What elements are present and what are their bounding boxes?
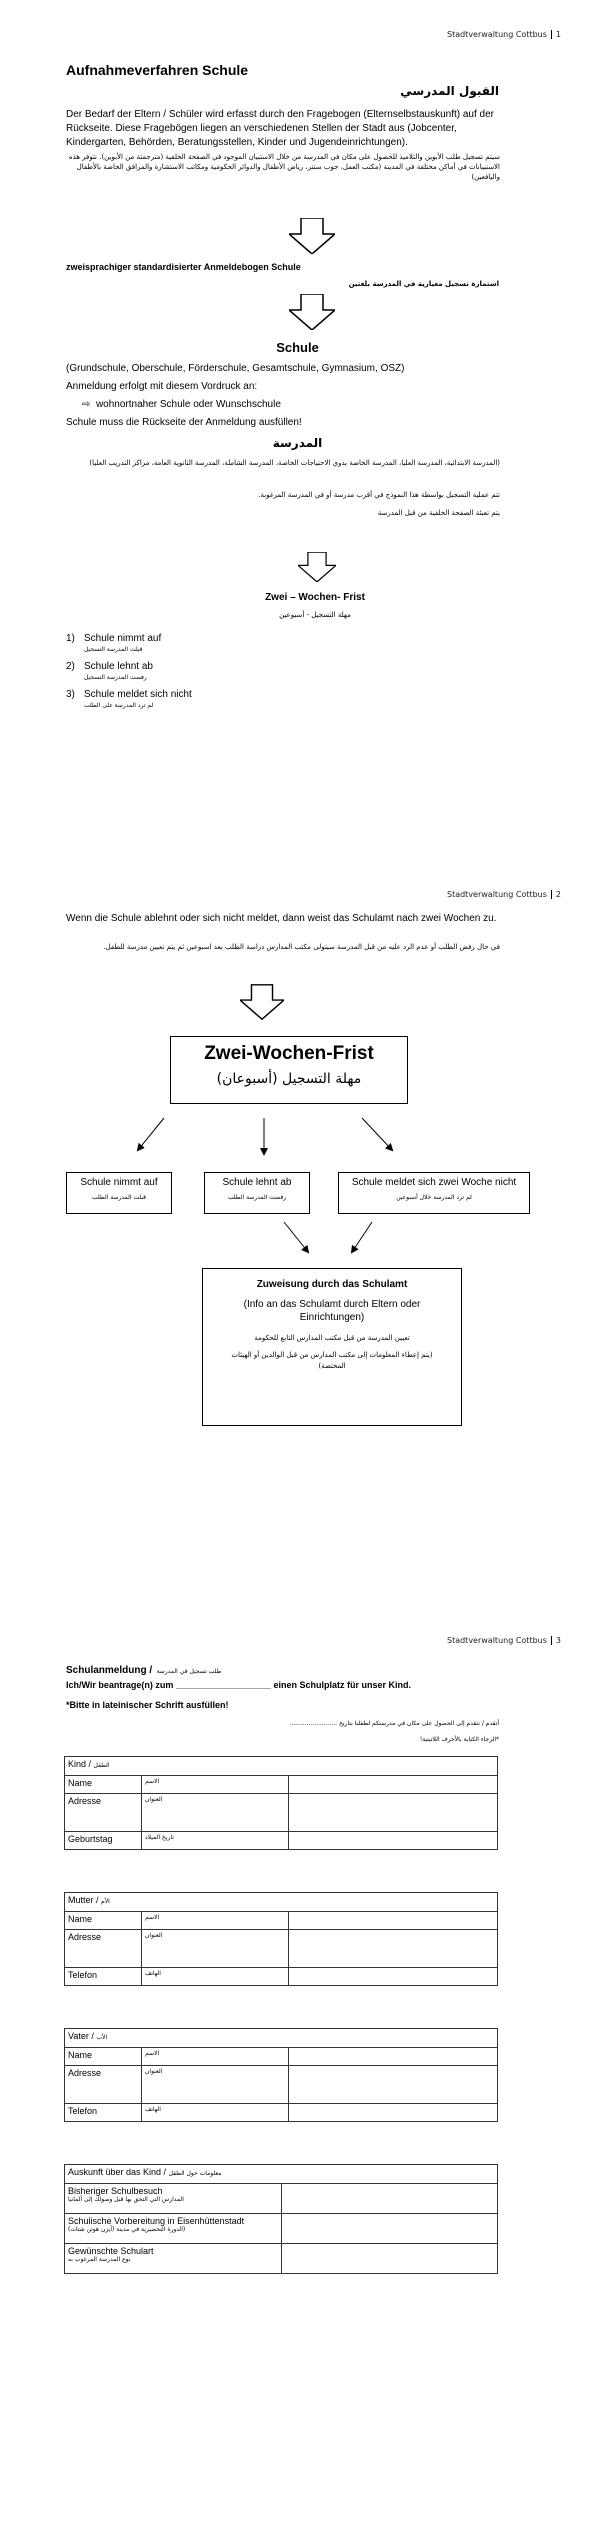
- back-side-note: Schule muss die Rückseite der Anmeldung …: [66, 417, 302, 428]
- desired-school-type-field[interactable]: [281, 2243, 498, 2274]
- request-text-arabic: أتقدم / نتقدم إلى الحصول على مكان في مدر…: [289, 1720, 499, 1727]
- outcome-list: 1)Schule nimmt auf قبلت المدرسة التسجيل …: [66, 628, 366, 712]
- form-title: Schulanmeldung / طلب تسجيل في المدرسة: [66, 1665, 222, 1676]
- list-item: 1)Schule nimmt auf قبلت المدرسة التسجيل: [66, 633, 162, 653]
- intro-text-arabic: في حال رفض الطلب أو عدم الرد عليه من قبل…: [103, 943, 500, 951]
- mother-name-field[interactable]: [288, 1911, 498, 1930]
- bullet-item: ⇨ wohnortnaher Schule oder Wunschschule: [82, 399, 281, 410]
- page-title: Aufnahmeverfahren Schule: [66, 62, 249, 78]
- arrow-right-icon: ⇨: [82, 399, 91, 410]
- latin-note-arabic: *الرجاء الكتابة بالأحرف اللاتينية!: [419, 1736, 499, 1743]
- deadline-title: Zwei-Wochen-Frist: [204, 1043, 374, 1064]
- assignment-title-arabic: تعيين المدرسة من قبل مكتب المدارس التابع…: [254, 1334, 410, 1342]
- arrow-down-icon: [238, 984, 286, 1021]
- preparation-field[interactable]: [281, 2213, 498, 2244]
- mother-address-field[interactable]: [288, 1929, 498, 1968]
- request-text: Ich/Wir beantrage(n) zum _______________…: [66, 1680, 412, 1690]
- schule-heading: Schule: [276, 340, 319, 355]
- child-address-field[interactable]: [288, 1793, 498, 1832]
- previous-school-field[interactable]: [281, 2183, 498, 2214]
- father-address-field[interactable]: [288, 2065, 498, 2104]
- table-header: Kind / الطفل: [64, 1756, 498, 1776]
- outcome-box-accept: Schule nimmt auf قبلت المدرسة الطلب: [66, 1172, 172, 1214]
- deadline-title-arabic: مهلة التسجيل (أسبوعان): [216, 1071, 362, 1087]
- outcome-box-no-response: Schule meldet sich zwei Woche nicht لم ت…: [338, 1172, 530, 1214]
- assignment-title: Zuweisung durch das Schulamt: [256, 1279, 408, 1290]
- assignment-box: Zuweisung durch das Schulamt (Info an da…: [202, 1268, 462, 1426]
- list-item: 3)Schule meldet sich nicht لم ترد المدرس…: [66, 689, 192, 709]
- father-name-field[interactable]: [288, 2047, 498, 2066]
- school-types-arabic: (المدرسة الابتدائية، المدرسة العليا، الم…: [89, 459, 500, 467]
- intro-text: Wenn die Schule ablehnt oder sich nicht …: [66, 913, 497, 924]
- assignment-note: (Info an das Schulamt durch Eltern oder …: [243, 1299, 421, 1323]
- table-header: Vater / الأب: [64, 2028, 498, 2048]
- form-label-arabic: استمارة تسجيل معيارية في المدرسة بلغتين: [348, 280, 499, 288]
- latin-note: *Bitte in lateinischer Schrift ausfüllen…: [66, 1700, 229, 1710]
- form-label: zweisprachiger standardisierter Anmeldeb…: [66, 262, 301, 272]
- outcome-box-reject: Schule lehnt ab رفضت المدرسة الطلب: [204, 1172, 310, 1214]
- connector-arrows: [136, 1117, 394, 1156]
- school-types: (Grundschule, Oberschule, Förderschule, …: [66, 363, 405, 374]
- intro-text: Der Bedarf der Eltern / Schüler wird erf…: [66, 109, 494, 148]
- father-phone-field[interactable]: [288, 2103, 498, 2122]
- child-info-table: Auskunft über das Kind / معلومات حول الط…: [64, 2164, 498, 2274]
- registration-note-arabic: تتم عملية التسجيل بواسطة هذا النموذج في …: [258, 491, 500, 499]
- child-name-field[interactable]: [288, 1775, 498, 1794]
- back-side-note-arabic: يتم تعبئة الصفحة الخلفية من قبل المدرسة: [377, 509, 500, 517]
- registration-note: Anmeldung erfolgt mit diesem Vordruck an…: [66, 381, 258, 392]
- assignment-note-arabic: (يتم إعطاء المعلومات إلى مكتب المدارس من…: [231, 1351, 433, 1370]
- intro-text-arabic: سيتم تسجيل طلب الأبوين والتلاميذ للحصول …: [68, 153, 500, 181]
- madrasa-heading: المدرسة: [272, 436, 323, 450]
- list-item: 2)Schule lehnt ab رفضت المدرسة التسجيل: [66, 661, 153, 681]
- table-header: Mutter / الأم: [64, 1892, 498, 1912]
- deadline-box: Zwei-Wochen-Frist مهلة التسجيل (أسبوعان): [170, 1036, 408, 1104]
- arrow-down-icon: [286, 217, 338, 255]
- deadline-title-arabic: مهلة التسجيل - أسبوعين: [279, 611, 351, 619]
- child-birthday-field[interactable]: [288, 1831, 498, 1850]
- arrow-down-icon: [286, 293, 338, 331]
- mother-phone-field[interactable]: [288, 1967, 498, 1986]
- deadline-title: Zwei – Wochen- Frist: [265, 592, 365, 603]
- arrow-down-icon: [296, 551, 338, 583]
- connector-arrows: [283, 1221, 373, 1254]
- table-header: Auskunft über das Kind / معلومات حول الط…: [64, 2164, 498, 2184]
- page-title-arabic: القبول المدرسي: [400, 84, 499, 98]
